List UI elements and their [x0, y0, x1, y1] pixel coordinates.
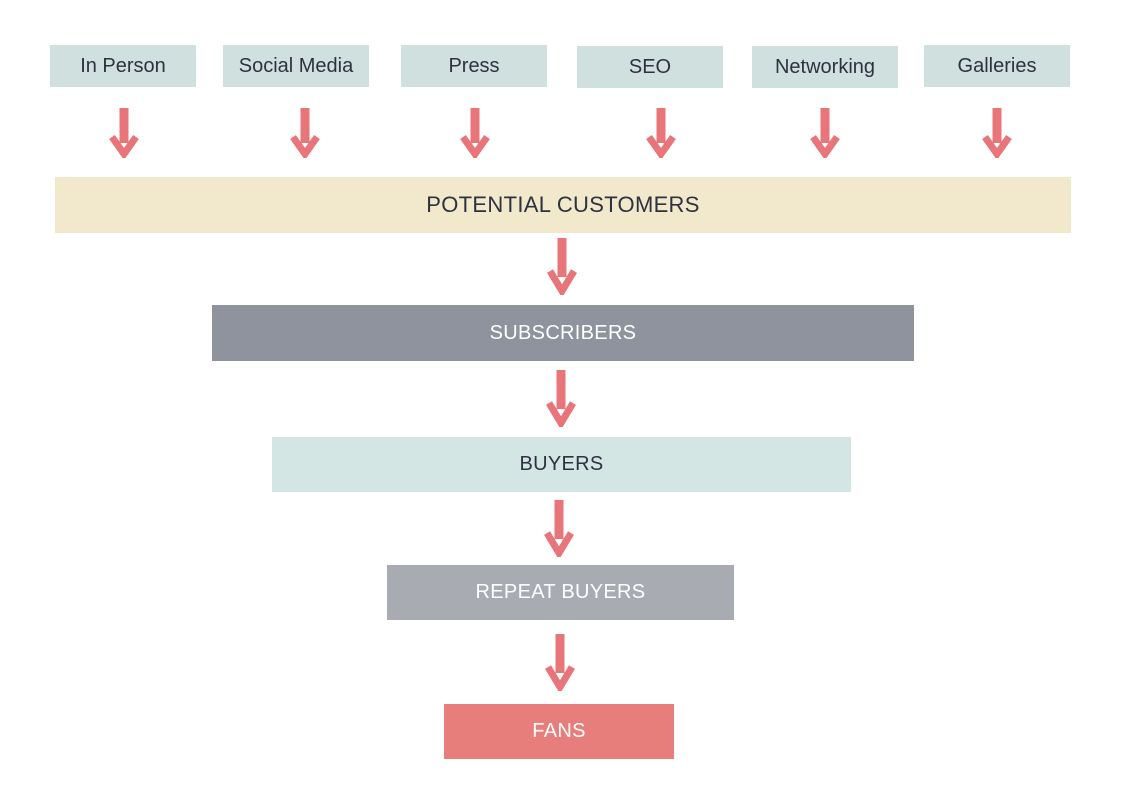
source-press: Press — [401, 45, 547, 87]
stage-label: SUBSCRIBERS — [489, 321, 637, 344]
arrow-down-icon — [545, 634, 575, 691]
source-galleries: Galleries — [924, 45, 1070, 87]
stage-label: FANS — [532, 720, 586, 742]
arrow-down-icon — [460, 108, 490, 158]
source-label: In Person — [80, 54, 166, 77]
arrow-down-icon — [547, 238, 577, 295]
stage-label: POTENTIAL CUSTOMERS — [426, 192, 700, 217]
arrow-down-icon — [810, 108, 840, 158]
arrow-down-icon — [109, 108, 139, 158]
stage-subscribers: SUBSCRIBERS — [212, 305, 914, 361]
source-networking: Networking — [752, 46, 898, 88]
source-label: Networking — [774, 55, 876, 78]
arrow-down-icon — [982, 108, 1012, 158]
source-label: SEO — [628, 55, 672, 78]
source-seo: SEO — [577, 46, 723, 88]
stage-potential-customers: POTENTIAL CUSTOMERS — [55, 177, 1071, 233]
stage-buyers: BUYERS — [272, 437, 851, 492]
source-label: Social Media — [238, 54, 354, 77]
arrow-down-icon — [646, 108, 676, 158]
stage-label: REPEAT BUYERS — [475, 581, 646, 603]
arrow-down-icon — [546, 370, 576, 427]
stage-label: BUYERS — [519, 453, 604, 475]
source-label: Press — [448, 54, 500, 77]
arrow-down-icon — [544, 500, 574, 557]
source-social-media: Social Media — [223, 45, 369, 87]
stage-fans: FANS — [444, 704, 674, 759]
arrow-down-icon — [290, 108, 320, 158]
source-label: Galleries — [957, 54, 1037, 77]
source-in-person: In Person — [50, 45, 196, 87]
stage-repeat-buyers: REPEAT BUYERS — [387, 565, 734, 620]
